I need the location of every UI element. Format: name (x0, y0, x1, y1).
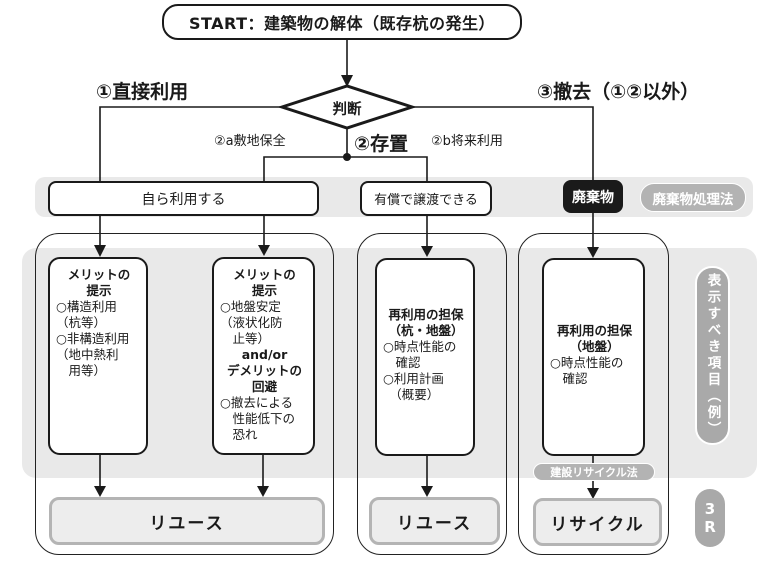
outcome-recycle: リサイクル (533, 498, 662, 546)
display-items-pill: 表示すべき項目（例） (695, 266, 730, 445)
branch-label-direct-use: ①直接利用 (96, 81, 189, 103)
box2-title: メリットの 提示 (233, 267, 296, 298)
box-reuse-guarantee-pile-ground: 再利用の担保 （杭・地盤） ○時点性能の 確認 ○利用計画 （概要） (375, 258, 475, 456)
construction-recycle-law-pill: 建設リサイクル法 (533, 463, 655, 481)
waste-node: 廃棄物 (563, 180, 623, 213)
branch-label-removal: ③撤去（①②以外） (537, 81, 700, 103)
branch-label-future-use: ②b将来利用 (431, 134, 503, 149)
box2-body1: ○地盤安定 （液状化防 止等） (220, 299, 283, 346)
box1-body: ○構造利用 （杭等） ○非構造利用 （地中熱利 用等） (56, 299, 130, 378)
branch-label-leave-in-place: ②存置 (354, 133, 409, 155)
outcome-reuse-left: リユース (49, 497, 325, 545)
branch-label-site-preserve: ②a敷地保全 (214, 134, 286, 149)
box-reuse-guarantee-ground: 再利用の担保 （地盤） ○時点性能の 確認 (542, 258, 645, 456)
paid-transfer-node: 有償で譲渡できる (360, 181, 492, 216)
outcome-reuse-mid: リユース (369, 497, 500, 545)
box1-title: メリットの 提示 (67, 267, 131, 298)
waste-law-pill: 廃棄物処理法 (640, 183, 746, 212)
box2-title2: デメリットの 回避 (226, 363, 302, 394)
junction-dot (343, 153, 351, 161)
box3-title: 再利用の担保 （杭・地盤） (388, 307, 464, 338)
start-node: START：建築物の解体（既存杭の発生） (162, 4, 522, 40)
box4-title: 再利用の担保 （地盤） (556, 323, 632, 354)
box2-body2: ○撤去による 性能低下の 恐れ (220, 395, 296, 442)
box-merit-direct: メリットの 提示 ○構造利用 （杭等） ○非構造利用 （地中熱利 用等） (48, 257, 148, 455)
box4-body: ○時点性能の 確認 (550, 355, 624, 386)
decision-label: 判断 (332, 102, 362, 118)
self-use-node: 自ら利用する (48, 181, 319, 216)
box3-body: ○時点性能の 確認 ○利用計画 （概要） (383, 339, 457, 402)
start-label: START：建築物の解体（既存杭の発生） (188, 14, 496, 33)
box-merit-demerit-leave: メリットの 提示 ○地盤安定 （液状化防 止等） and/or デメリットの 回… (212, 257, 315, 455)
box2-connector: and/or (241, 347, 288, 362)
three-r-badge: 3 R (695, 489, 725, 547)
